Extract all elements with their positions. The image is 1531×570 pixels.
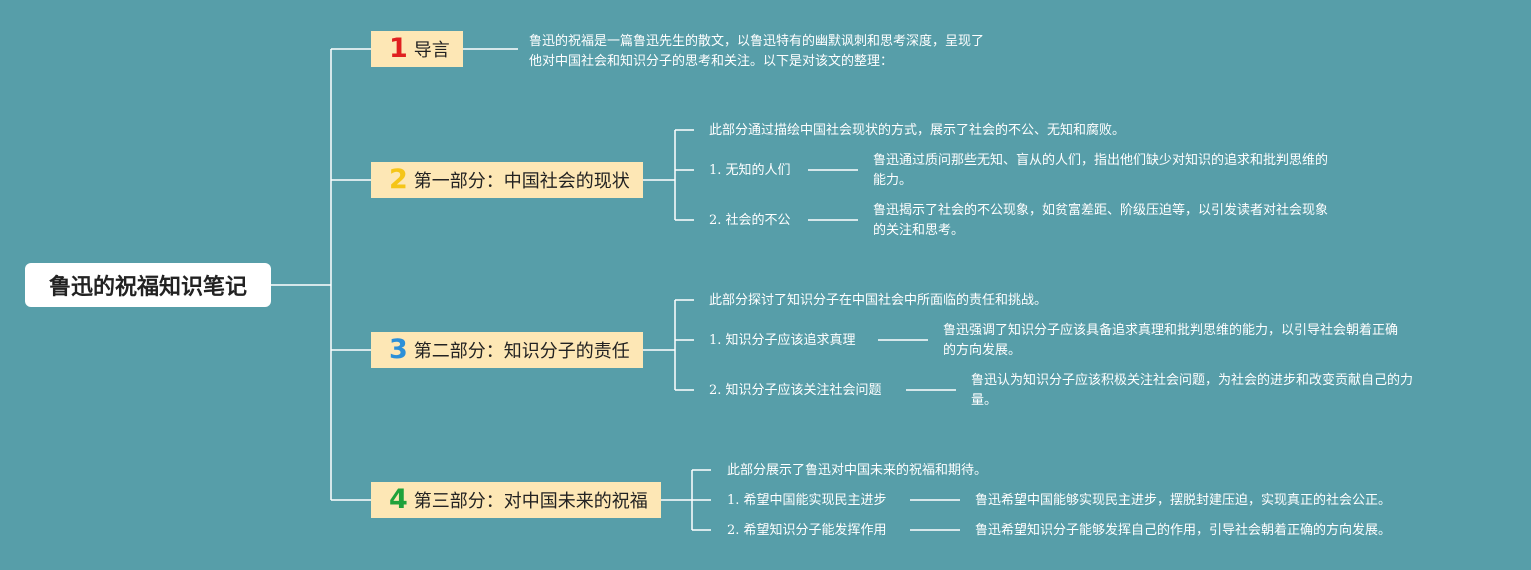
root-node[interactable]: 鲁迅的祝福知识笔记 [25, 263, 271, 307]
intro-description: 鲁迅的祝福是一篇鲁迅先生的散文，以鲁迅特有的幽默讽刺和思考深度，呈现了 他对中国… [529, 34, 985, 69]
root-title: 鲁迅的祝福知识笔记 [48, 275, 247, 300]
branch-4-item-1: 1. 希望中国能实现民主进步 [727, 493, 887, 508]
branch-node-4[interactable]: 4 第三部分：对中国未来的祝福 [371, 482, 661, 518]
branch-3-intro: 此部分探讨了知识分子在中国社会中所面临的责任和挑战。 [709, 293, 1048, 308]
branch-2-item-1: 1. 无知的人们 [709, 163, 791, 178]
number-badge-4: 4 [389, 484, 408, 515]
branch-2-item-2: 2. 社会的不公 [709, 213, 791, 228]
branch-node-1[interactable]: 1 导言 [371, 31, 463, 67]
branch-node-2[interactable]: 2 第一部分：中国社会的现状 [371, 162, 643, 198]
branch-2-intro: 此部分通过描绘中国社会现状的方式，展示了社会的不公、无知和腐败。 [709, 123, 1126, 138]
branch-3-item-2: 2. 知识分子应该关注社会问题 [709, 383, 882, 398]
branch-3-item-1: 1. 知识分子应该追求真理 [709, 333, 856, 348]
branch-2-item-1-desc: 鲁迅通过质问那些无知、盲从的人们，指出他们缺少对知识的追求和批判思维的 能力。 [873, 153, 1329, 188]
branch-4-item-2-desc: 鲁迅希望知识分子能够发挥自己的作用，引导社会朝着正确的方向发展。 [975, 523, 1392, 538]
branch-label-3: 第二部分：知识分子的责任 [413, 341, 630, 362]
number-badge-1: 1 [389, 33, 408, 64]
branch-4-item-1-desc: 鲁迅希望中国能够实现民主进步，摆脱封建压迫，实现真正的社会公正。 [975, 493, 1392, 508]
branch-label-1: 导言 [413, 40, 450, 61]
branch-3-item-2-desc: 鲁迅认为知识分子应该积极关注社会问题，为社会的进步和改变贡献自己的力 量。 [971, 373, 1414, 408]
branch-2-item-2-desc: 鲁迅揭示了社会的不公现象，如贫富差距、阶级压迫等，以引发读者对社会现象 的关注和… [873, 203, 1329, 238]
branch-4-intro: 此部分展示了鲁迅对中国未来的祝福和期待。 [727, 463, 988, 478]
branch-3-item-1-desc: 鲁迅强调了知识分子应该具备追求真理和批判思维的能力，以引导社会朝着正确 的方向发… [943, 323, 1399, 358]
number-badge-2: 2 [389, 164, 408, 195]
branch-4-item-2: 2. 希望知识分子能发挥作用 [727, 523, 887, 538]
branch-label-4: 第三部分：对中国未来的祝福 [413, 491, 648, 512]
branch-label-2: 第一部分：中国社会的现状 [413, 171, 630, 192]
number-badge-3: 3 [389, 334, 408, 365]
branch-node-3[interactable]: 3 第二部分：知识分子的责任 [371, 332, 643, 368]
